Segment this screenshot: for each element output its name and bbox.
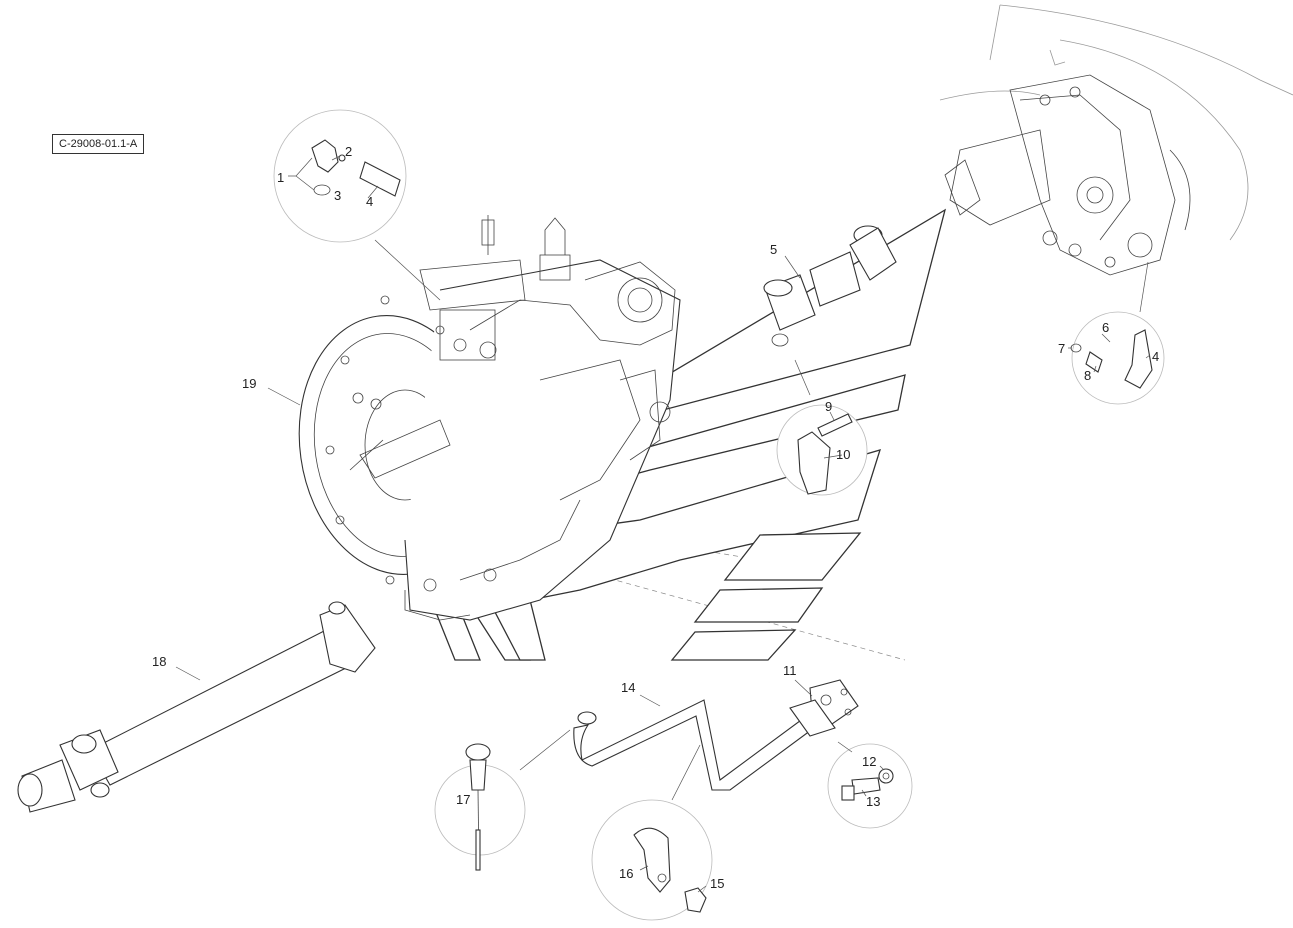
callout-14: 14: [621, 680, 635, 695]
callout-2: 2: [345, 144, 352, 159]
clamp-16: [633, 827, 671, 893]
oil-pipe-14: [573, 699, 823, 791]
callout-13: 13: [866, 794, 880, 809]
adapter-8: [1085, 351, 1103, 373]
detail-bubble-fittings-right: [1070, 311, 1165, 405]
callout-15: 15: [710, 876, 724, 891]
detail-bubble-bracket: [776, 404, 868, 496]
detail-bubble-bolt-washer: [827, 743, 913, 829]
callout-labels: 1 2 3 4 5 6 7 8 4 9 10 19 18 14 11 12 13…: [152, 144, 1159, 891]
callout-5: 5: [770, 242, 777, 257]
callout-17: 17: [456, 792, 470, 807]
bracket-10: [797, 431, 831, 495]
rear-axle-housing: [939, 4, 1293, 276]
detail-bubble-dipstick: [434, 743, 526, 871]
washer-12: [878, 768, 894, 784]
callout-1: 1: [277, 170, 284, 185]
callout-16: 16: [619, 866, 633, 881]
callout-11: 11: [783, 663, 797, 678]
callout-9: 9: [825, 399, 832, 414]
callout-19: 19: [242, 376, 256, 391]
callout-18: 18: [152, 654, 166, 669]
transmission-assembly: [298, 215, 681, 621]
prop-shaft-18: [17, 601, 376, 813]
callout-3: 3: [334, 188, 341, 203]
bolt-15: [684, 887, 707, 913]
bolt-9: [817, 413, 853, 437]
detail-bubble-clamp: [591, 799, 713, 921]
elbow-fitting-1: [311, 139, 339, 173]
callout-leaders: [175, 155, 1151, 893]
diagram-reference-code: C-29008-01.1-A: [52, 134, 145, 154]
callout-6: 6: [1102, 320, 1109, 335]
detail-bubble-fittings-top: [273, 109, 407, 243]
callout-4-right: 4: [1152, 349, 1159, 364]
elbow-tube-4: [1124, 329, 1153, 389]
callout-10: 10: [836, 447, 850, 462]
callout-4-top: 4: [366, 194, 373, 209]
tube-4: [359, 161, 401, 197]
callout-8: 8: [1084, 368, 1091, 383]
drive-shaft-5: [763, 225, 897, 347]
flange-11: [789, 679, 859, 737]
callout-12: 12: [862, 754, 876, 769]
callout-7: 7: [1058, 341, 1065, 356]
